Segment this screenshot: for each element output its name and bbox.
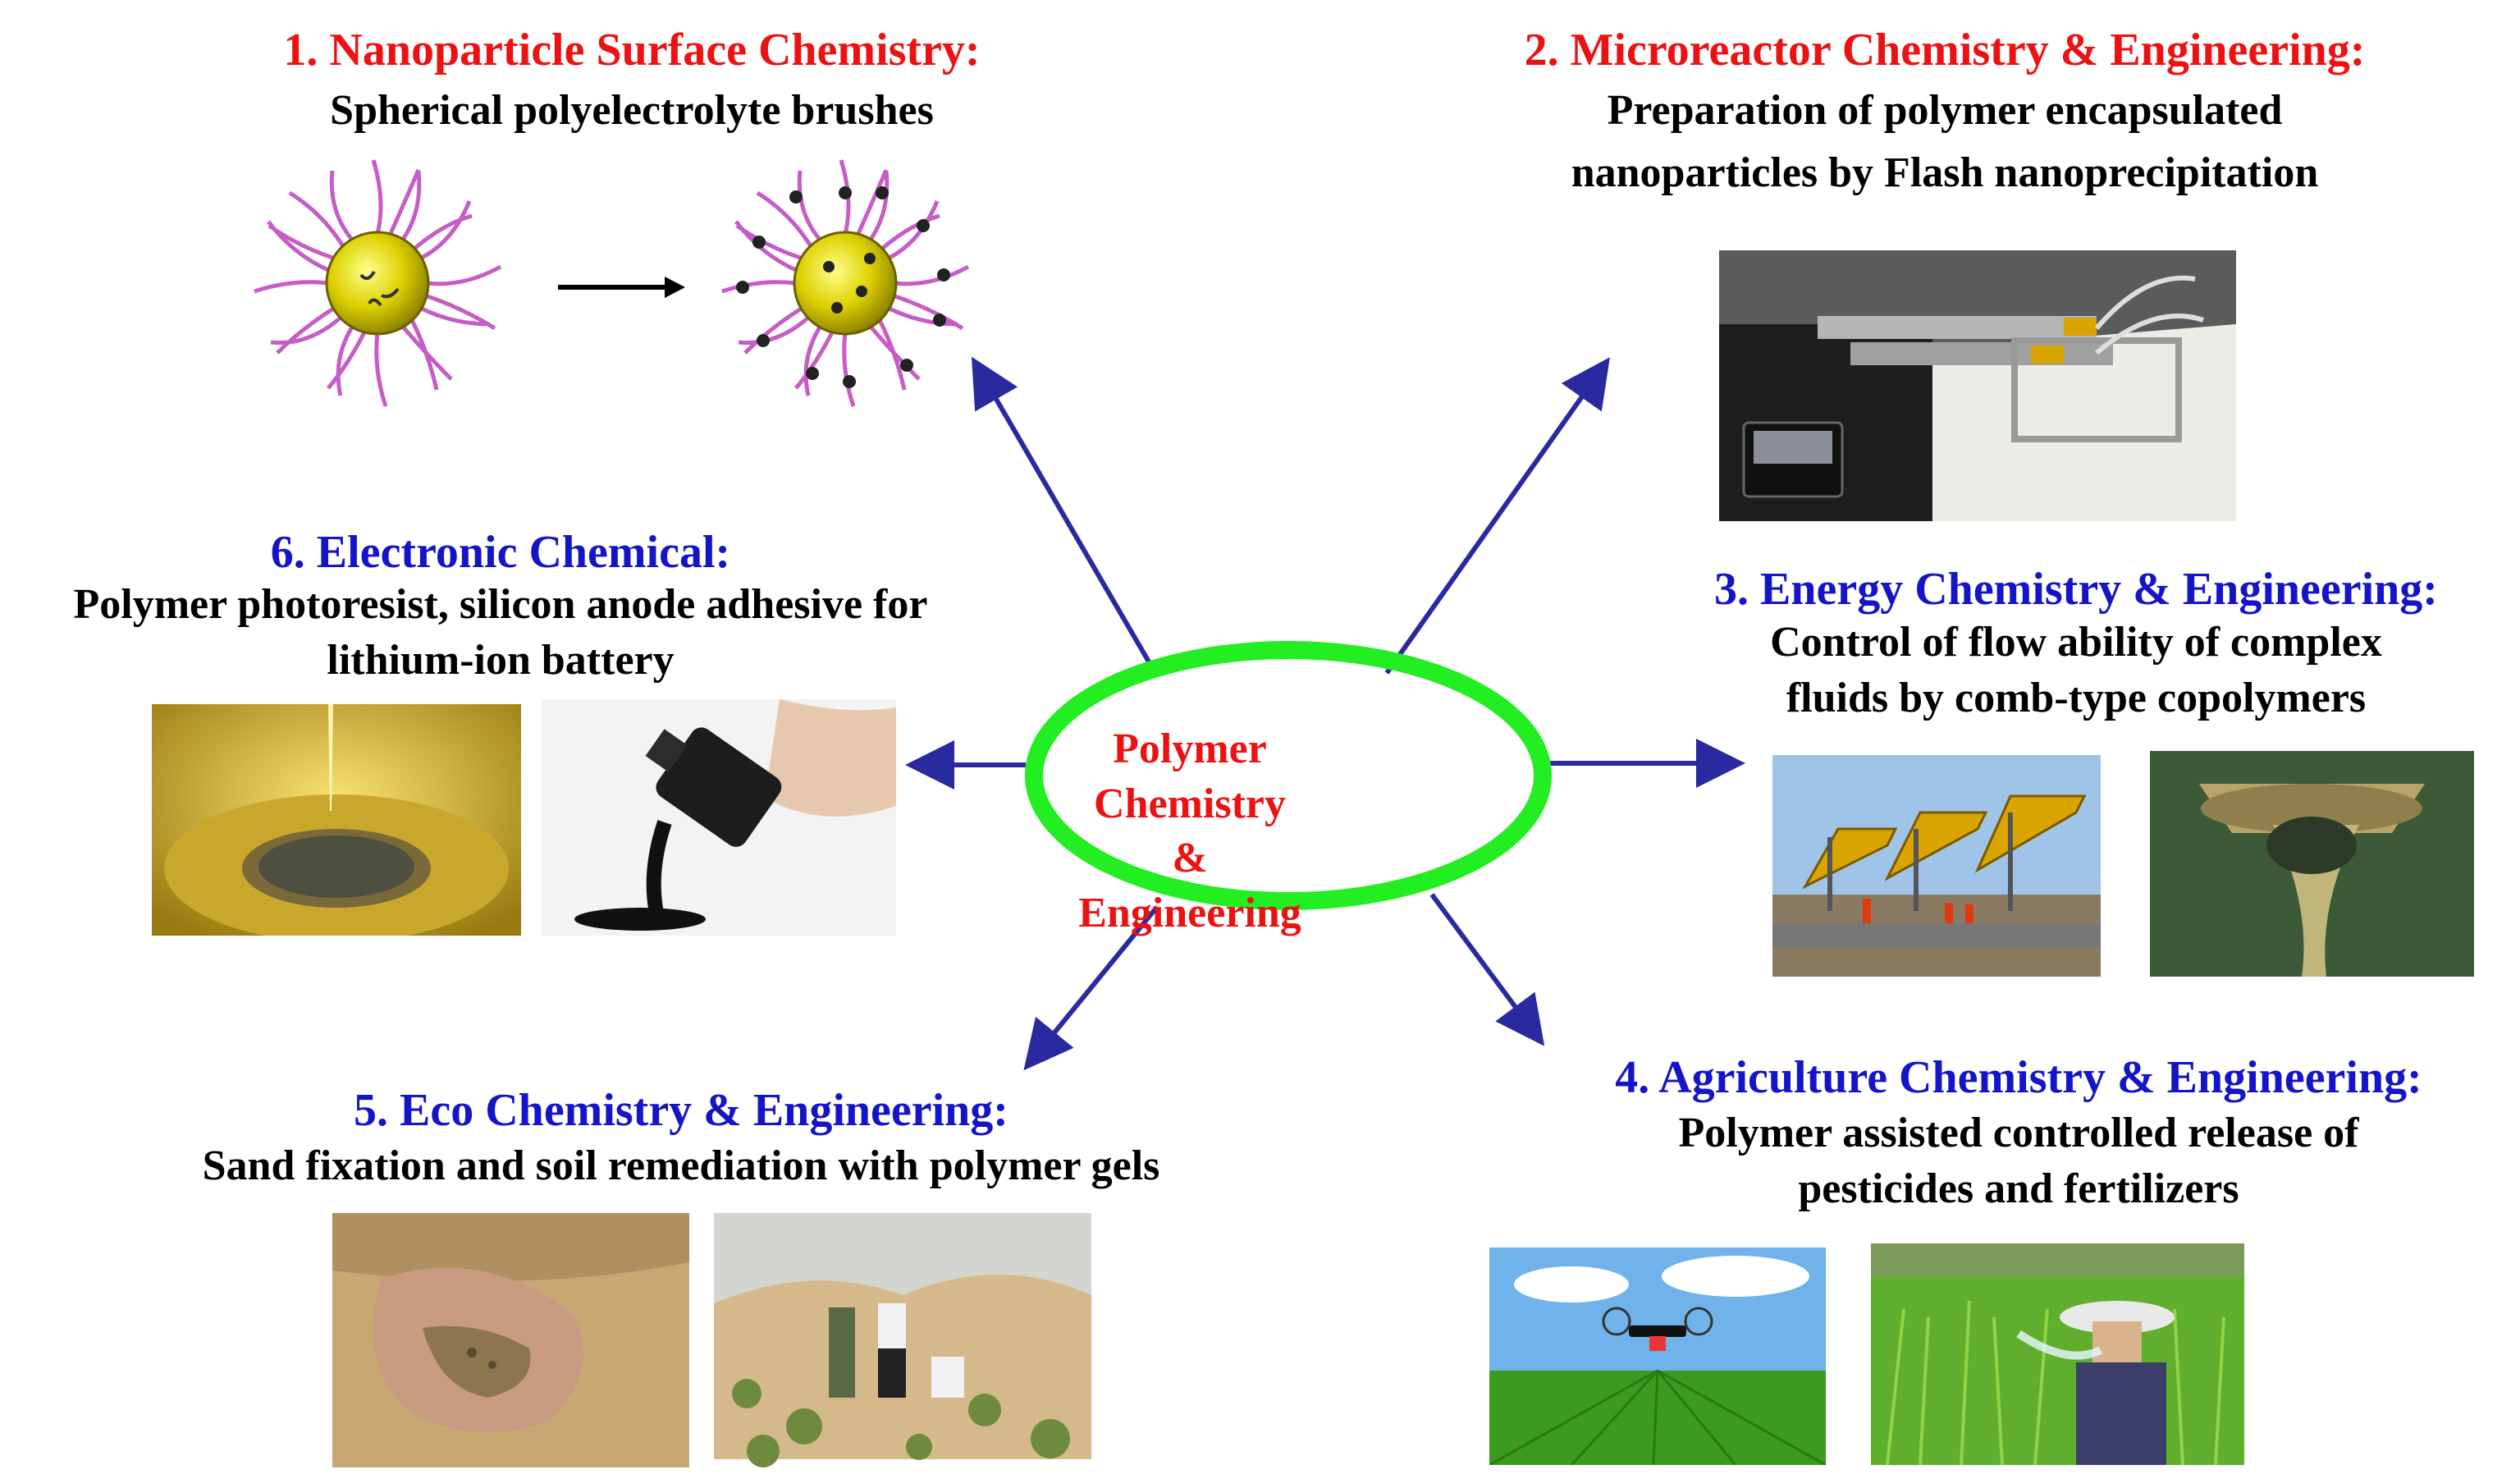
topic-6-description-line-1: Polymer photoresist, silicon anode adhes… [73, 581, 928, 628]
brush-particle-bare [254, 159, 502, 407]
topic-1-description: Spherical polyelectrolyte brushes [330, 87, 934, 134]
topic-2-heading: 2. Microreactor Chemistry & Engineering: [1524, 25, 2366, 76]
crop-spraying-drone-photo [1489, 1247, 1826, 1465]
topic-4-heading: 4. Agriculture Chemistry & Engineering: [1615, 1052, 2422, 1103]
topic-4-description-line-1: Polymer assisted controlled release of [1678, 1110, 2359, 1156]
arrow-to-topic-4 [1429, 893, 1545, 1046]
polyelectrolyte-brush-illustration [254, 152, 1001, 414]
topic-3-description-line-1: Control of flow ability of complex [1770, 619, 2382, 666]
arrow-to-topic-2 [1384, 357, 1610, 675]
topic-6-description-line-2: lithium-ion battery [327, 637, 675, 684]
topic-2-description-line-1: Preparation of polymer encapsulated [1607, 87, 2283, 134]
hub-label: Polymer Chemistry & Engineering [1059, 722, 1321, 941]
black-slurry-pour-photo [542, 699, 896, 936]
rice-field-farmer-photo [1871, 1243, 2244, 1465]
topic-5-description: Sand fixation and soil remediation with … [202, 1142, 1160, 1189]
arrow-to-topic-5 [1023, 905, 1159, 1071]
topic-2-description-line-2: nanoparticles by Flash nanoprecipitation [1571, 149, 2319, 196]
hub-ring [1025, 641, 1552, 910]
topic-6-heading: 6. Electronic Chemical: [270, 527, 731, 578]
sand-in-hands-photo [332, 1213, 689, 1467]
viscous-fluid-pour-photo [2150, 751, 2474, 977]
hub-label-line-2: & Engineering [1078, 835, 1301, 936]
hub-label-line-1: Polymer Chemistry [1094, 726, 1286, 827]
topic-5-heading: 5. Eco Chemistry & Engineering: [354, 1085, 1008, 1136]
topic-4-description-line-2: pesticides and fertilizers [1798, 1165, 2239, 1212]
topic-3-description-line-2: fluids by comb-type copolymers [1786, 675, 2367, 721]
desert-field-team-photo [714, 1213, 1091, 1467]
flash-nanoprecipitation-setup-photo [1719, 250, 2236, 521]
topic-1-heading: 1. Nanoparticle Surface Chemistry: [283, 25, 981, 76]
brush-particle-loaded [722, 160, 968, 406]
oil-pumpjack-field-photo [1772, 755, 2101, 977]
photoresist-wafer-photo [152, 704, 521, 936]
arrow-to-topic-1 [971, 356, 1155, 671]
topic-3-heading: 3. Energy Chemistry & Engineering: [1714, 564, 2438, 615]
